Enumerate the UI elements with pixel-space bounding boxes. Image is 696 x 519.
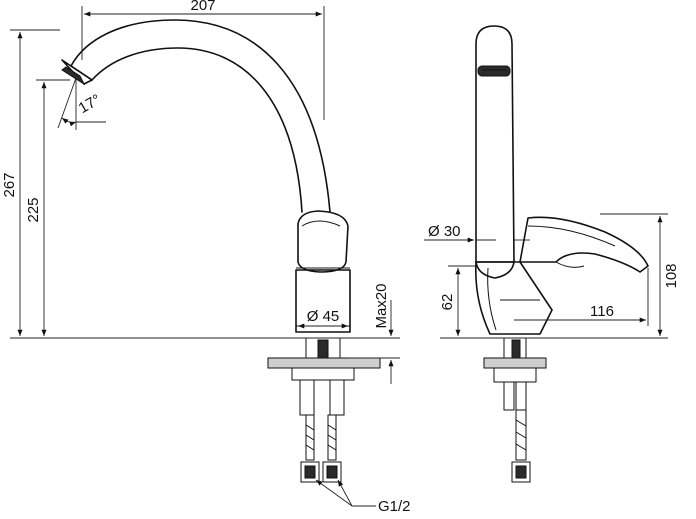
dim-body-height: 62 [439, 265, 476, 336]
dim-base-diameter: Ø 45 [298, 308, 348, 329]
dim-max-deck-label: Max20 [373, 283, 390, 328]
dim-base-diameter-label: Ø 45 [307, 308, 340, 325]
callout-thread-label: G1/2 [378, 498, 411, 515]
dim-spout-height-label: 225 [25, 197, 42, 222]
side-mounting [483, 337, 547, 483]
side-spout [475, 25, 515, 279]
dim-body-height-label: 62 [439, 294, 456, 311]
dim-spout-angle: 17° [57, 77, 106, 130]
dim-spout-diameter: Ø 30 [424, 223, 530, 243]
dim-lever-height: 108 [600, 213, 680, 336]
front-view: 207 267 225 17° Ø 45 [1, 0, 411, 515]
mounting-hardware [267, 337, 381, 483]
side-body-lever [474, 216, 649, 335]
dim-lever-length: 116 [514, 268, 649, 326]
spout-arc [61, 19, 331, 213]
callout-thread: G1/2 [315, 479, 411, 515]
dim-lever-length-label: 116 [590, 303, 614, 320]
dim-spout-diameter-label: Ø 30 [428, 223, 461, 240]
dim-spout-reach-label: 207 [190, 0, 215, 14]
dim-spout-angle-label: 17° [76, 91, 104, 117]
dim-spout-reach: 207 [81, 0, 325, 120]
dim-spout-height: 225 [25, 79, 70, 336]
dim-total-height-label: 267 [1, 172, 18, 197]
dim-lever-height-label: 108 [663, 263, 680, 288]
dim-max-deck: Max20 [350, 283, 400, 384]
dim-total-height: 267 [1, 29, 60, 336]
side-view: Ø 30 108 62 116 [424, 25, 680, 483]
